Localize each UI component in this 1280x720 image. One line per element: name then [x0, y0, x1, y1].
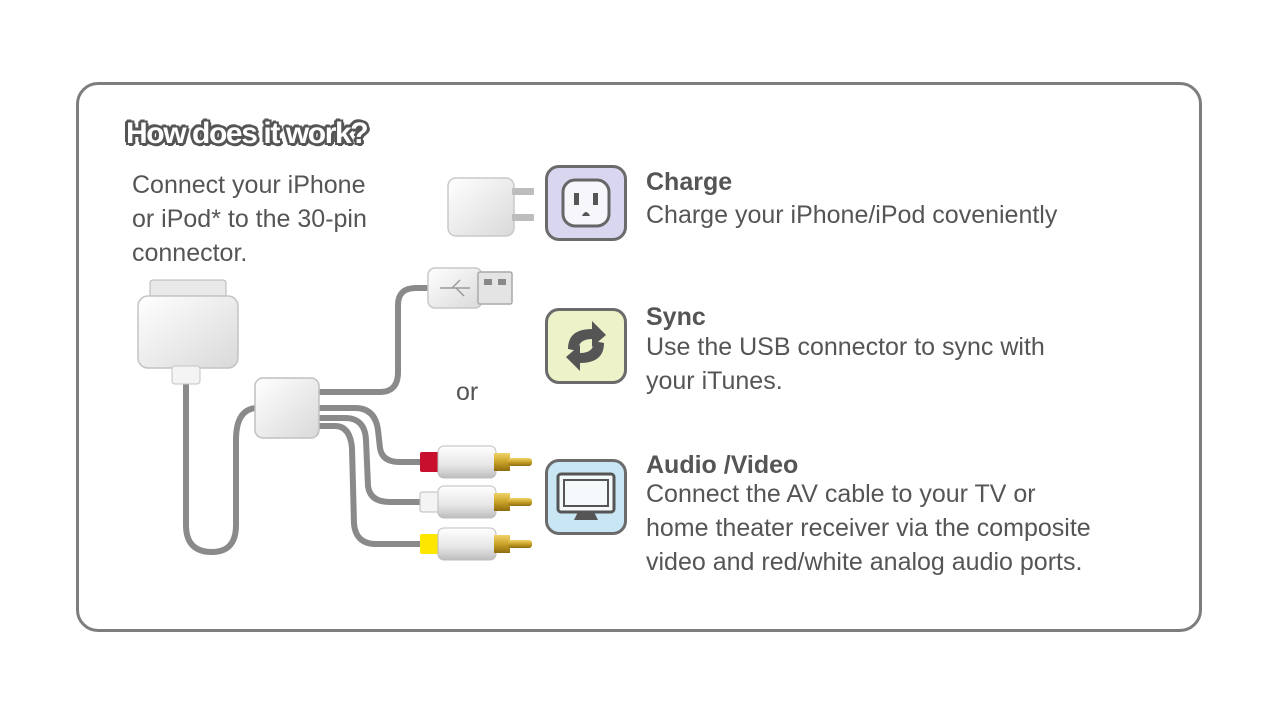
sync-arrows-icon — [545, 308, 627, 384]
power-outlet-icon — [545, 165, 627, 241]
audio-video-description: Connect the AV cable to your TV or home … — [646, 477, 1091, 579]
audio-video-title: Audio /Video — [646, 451, 799, 479]
sync-description-line: Use the USB connector to sync with — [646, 333, 1045, 361]
rca-plug-white — [419, 485, 532, 519]
rca-plug-yellow — [420, 527, 532, 561]
cable-yellow — [315, 423, 423, 547]
cable-usb — [315, 285, 433, 395]
rca-plug-red — [420, 445, 532, 479]
charge-description: Charge your iPhone/iPod coveniently — [646, 198, 1057, 232]
charge-description-line: Charge your iPhone/iPod coveniently — [646, 201, 1058, 229]
wall-charger — [447, 177, 534, 237]
cable-white — [315, 415, 423, 505]
audio-video-description-line: Connect the AV cable to your TV or — [646, 480, 1036, 508]
usb-symbol-icon — [440, 279, 470, 297]
tv-icon — [545, 459, 627, 535]
sync-description-line: your iTunes. — [646, 367, 783, 395]
intro-line: connector. — [132, 239, 248, 267]
cables — [183, 285, 433, 556]
intro-line: Connect your iPhone — [132, 171, 366, 199]
sync-description: Use the USB connector to sync with your … — [646, 330, 1045, 398]
cable-30pin — [183, 377, 261, 556]
audio-video-description-line: home theater receiver via the composite — [646, 514, 1091, 542]
sync-title: Sync — [646, 303, 706, 331]
splitter-block — [254, 377, 320, 439]
intro-text: Connect your iPhone or iPod* to the 30-p… — [132, 168, 432, 270]
charge-title: Charge — [646, 168, 733, 196]
usb-connector — [427, 267, 513, 309]
cable-red — [315, 405, 423, 465]
or-label: or — [456, 378, 479, 406]
audio-video-description-line: video and red/white analog audio ports. — [646, 548, 1083, 576]
intro-line: or iPod* to the 30-pin — [132, 205, 367, 233]
30-pin-connector — [137, 279, 239, 385]
headline: How does it work? — [126, 117, 369, 150]
content-frame — [76, 82, 1202, 632]
